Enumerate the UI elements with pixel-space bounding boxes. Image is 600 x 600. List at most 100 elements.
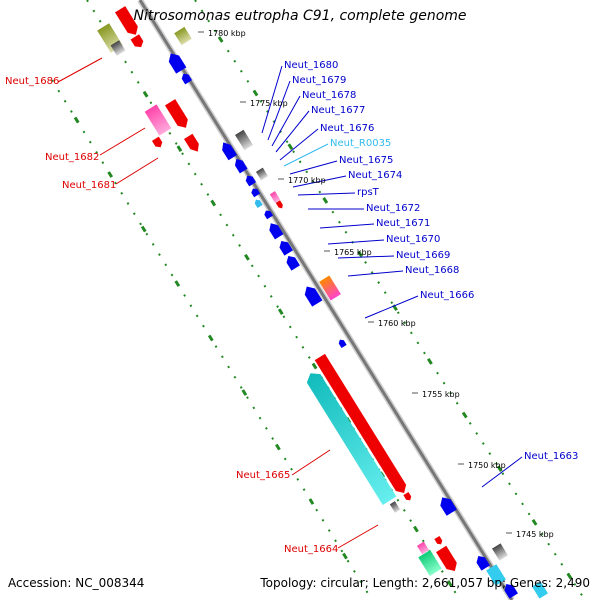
- gene-block: [416, 541, 430, 555]
- kbp-tick-label: 1755 kbp: [422, 390, 460, 399]
- dotted-track-accent: [85, 0, 462, 600]
- gene-block: [144, 104, 172, 136]
- gene-block: [286, 256, 300, 271]
- gene-block-shape: [279, 241, 293, 256]
- gene-block: [168, 53, 187, 74]
- gene-block: [174, 26, 192, 46]
- callout-line: [337, 255, 395, 259]
- gene-block-shape: [532, 581, 548, 599]
- gene-block-shape: [492, 543, 508, 561]
- gene-block: [151, 136, 163, 148]
- gene-block: [440, 497, 457, 516]
- gene-block: [476, 556, 490, 571]
- gene-block: [403, 492, 412, 501]
- gene-label-neut-1676: Neut_1676: [320, 123, 374, 134]
- gene-block-shape: [416, 541, 430, 555]
- gene-block: [114, 6, 138, 35]
- gene-block-shape: [251, 188, 261, 198]
- gene-block-shape: [255, 167, 269, 181]
- gene-label-neut-1666: Neut_1666: [420, 290, 474, 301]
- gene-block-shape: [486, 564, 506, 586]
- gene-block-shape: [130, 34, 144, 48]
- gene-block: [181, 73, 193, 85]
- gene-block-shape: [254, 199, 263, 208]
- gene-block-shape: [306, 373, 397, 505]
- callout-line: [319, 223, 375, 229]
- gene-block: [338, 339, 347, 348]
- gene-block: [255, 167, 269, 181]
- gene-block: [269, 223, 284, 240]
- gene-label-neut-1672: Neut_1672: [366, 203, 420, 214]
- gene-block: [235, 129, 253, 151]
- gene-block: [234, 159, 248, 174]
- gene-label-neut_1686: Neut_1686: [5, 76, 59, 87]
- callout-line: [481, 456, 523, 488]
- gene-block-shape: [275, 200, 283, 209]
- gene-label-neut-1669: Neut_1669: [396, 250, 450, 261]
- kbp-tick-label: 1780 kbp: [208, 29, 246, 38]
- gene-block: [184, 133, 199, 152]
- gene-label-neut-1674: Neut_1674: [348, 170, 402, 181]
- callout-line: [283, 143, 329, 167]
- gene-block-shape: [269, 191, 281, 203]
- gene-block: [130, 34, 144, 48]
- gene-block-shape: [245, 175, 257, 187]
- gene-block: [269, 191, 281, 203]
- callout-line: [271, 95, 301, 147]
- gene-block-shape: [338, 339, 347, 348]
- gene-block: [532, 581, 548, 599]
- gene-block-shape: [476, 556, 490, 571]
- kbp-tick-label: 1765 kbp: [334, 248, 372, 257]
- gene-label-neut-1663: Neut_1663: [524, 451, 578, 462]
- callout-line: [337, 524, 379, 549]
- gene-block-shape: [164, 99, 188, 128]
- gene-block: [279, 241, 293, 256]
- gene-block-shape: [319, 275, 341, 301]
- gene-block: [486, 564, 506, 586]
- gene-label-neut_1664: Neut_1664: [284, 544, 338, 555]
- gene-block: [436, 545, 457, 572]
- gene-block: [306, 373, 397, 505]
- gene-block: [110, 40, 126, 56]
- gene-block-shape: [184, 133, 199, 152]
- callout-line: [275, 110, 310, 153]
- gene-block: [314, 353, 407, 493]
- gene-block-shape: [269, 223, 284, 240]
- gene-block-shape: [168, 53, 187, 74]
- gene-block: [245, 175, 257, 187]
- gene-block: [319, 275, 341, 301]
- gene-label-rpst: rpsT: [357, 187, 380, 198]
- gene-block-shape: [389, 501, 401, 513]
- callout-line: [115, 157, 159, 185]
- genome-summary: Topology: circular; Length: 2,661,057 bp…: [260, 576, 590, 590]
- genome-title: Nitrosomonas eutropha C91, complete geno…: [133, 8, 467, 24]
- gene-block-shape: [314, 353, 407, 493]
- gene-label-neut_1665: Neut_1665: [236, 470, 290, 481]
- kbp-tick-label: 1745 kbp: [516, 530, 554, 539]
- gene-label-neut-1680: Neut_1680: [284, 60, 338, 71]
- gene-block-shape: [234, 159, 248, 174]
- gene-block-shape: [403, 492, 412, 501]
- kbp-tick-label: 1770 kbp: [288, 176, 326, 185]
- callout-line: [289, 160, 338, 175]
- callout-line: [327, 239, 385, 245]
- gene-block-shape: [222, 142, 237, 161]
- gene-label-neut-1671: Neut_1671: [376, 218, 430, 229]
- gene-label-neut-r0035: Neut_R0035: [330, 138, 391, 149]
- kbp-tick-label: 1775 kbp: [250, 99, 288, 108]
- callout-line: [279, 128, 319, 161]
- gene-block-shape: [264, 210, 274, 220]
- dotted-track-line: [194, 0, 586, 600]
- gene-block: [389, 501, 401, 513]
- gene-label-neut_1682: Neut_1682: [45, 152, 99, 163]
- gene-label-neut-1675: Neut_1675: [339, 155, 393, 166]
- gene-block: [264, 210, 274, 220]
- gene-block-shape: [114, 6, 138, 35]
- gene-block: [254, 199, 263, 208]
- gene-block-shape: [151, 136, 163, 148]
- gene-label-neut-1670: Neut_1670: [386, 234, 440, 245]
- gene-block-shape: [144, 104, 172, 136]
- callout-line: [261, 65, 283, 134]
- gene-block-shape: [110, 40, 126, 56]
